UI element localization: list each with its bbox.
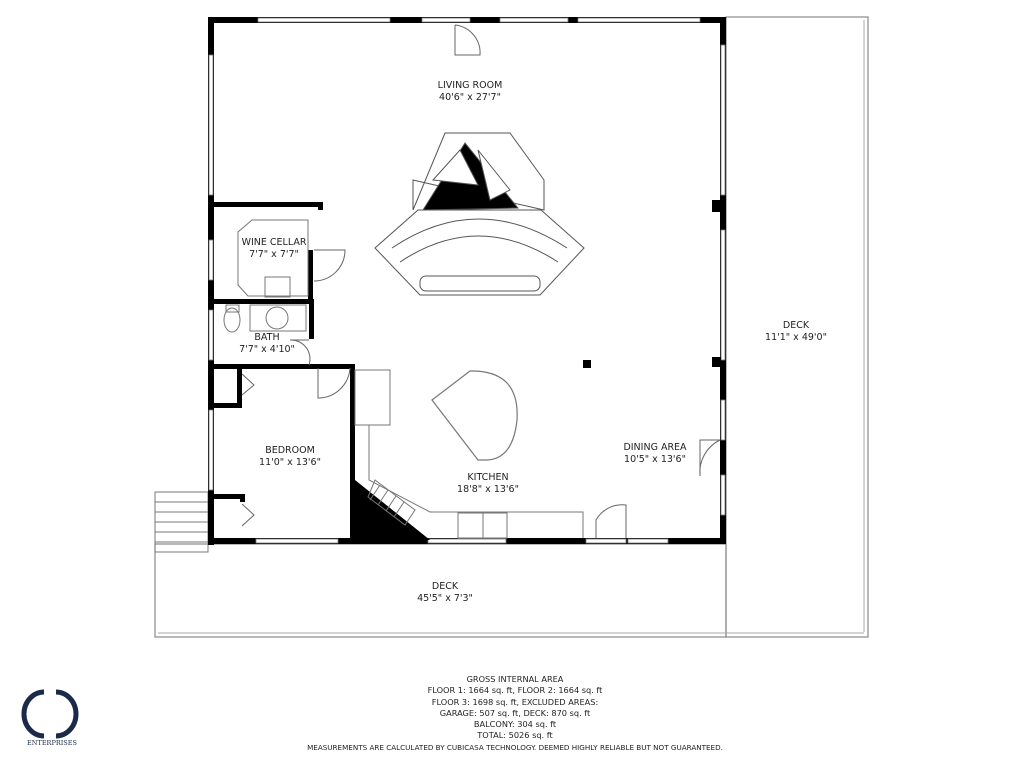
room-name-dining-area: DINING AREA bbox=[623, 442, 687, 453]
area-summary: GROSS INTERNAL AREA FLOOR 1: 1664 sq. ft… bbox=[300, 674, 730, 753]
area-line: FLOOR 1: 1664 sq. ft, FLOOR 2: 1664 sq. … bbox=[427, 685, 603, 696]
room-name-kitchen: KITCHEN bbox=[467, 472, 508, 483]
company-logo: ENTERPRISES bbox=[14, 680, 89, 750]
room-size-deck-bottom: 45'5" x 7'3" bbox=[417, 593, 473, 604]
room-name-living-room: LIVING ROOM bbox=[438, 80, 503, 91]
room-name-bedroom: BEDROOM bbox=[265, 445, 315, 456]
wine-cellar-fixtures bbox=[223, 219, 309, 333]
windows bbox=[208, 17, 726, 544]
room-size-bath: 7'7" x 4'10" bbox=[239, 344, 295, 355]
interior-walls bbox=[208, 202, 430, 540]
area-total: TOTAL: 5026 sq. ft bbox=[477, 730, 553, 741]
room-size-kitchen: 18'8" x 13'6" bbox=[457, 484, 519, 495]
column bbox=[583, 360, 591, 368]
column bbox=[712, 200, 721, 212]
kitchen-island bbox=[431, 370, 518, 461]
room-size-living-room: 40'6" x 27'7" bbox=[439, 92, 501, 103]
area-line: BALCONY: 304 sq. ft bbox=[473, 719, 557, 730]
doors bbox=[241, 24, 721, 538]
svg-text:ENTERPRISES: ENTERPRISES bbox=[27, 739, 77, 747]
fireplace bbox=[374, 132, 585, 296]
column bbox=[712, 357, 721, 367]
room-name-deck-bottom: DECK bbox=[432, 581, 459, 592]
logo-mark: ENTERPRISES bbox=[21, 689, 79, 747]
room-name-wine-cellar: WINE CELLAR bbox=[242, 237, 307, 248]
stairs bbox=[154, 491, 209, 553]
area-line: FLOOR 3: 1698 sq. ft, EXCLUDED AREAS: bbox=[431, 696, 599, 707]
room-size-wine-cellar: 7'7" x 7'7" bbox=[249, 249, 299, 260]
area-line: GARAGE: 507 sq. ft, DECK: 870 sq. ft bbox=[439, 707, 591, 718]
room-size-bedroom: 11'0" x 13'6" bbox=[259, 457, 321, 468]
room-name-bath: BATH bbox=[254, 332, 279, 343]
kitchen-counters bbox=[354, 369, 584, 539]
room-name-deck-right: DECK bbox=[783, 320, 810, 331]
room-size-dining-area: 10'5" x 13'6" bbox=[624, 454, 686, 465]
area-title: GROSS INTERNAL AREA bbox=[466, 674, 564, 684]
disclaimer: MEASUREMENTS ARE CALCULATED BY CUBICASA … bbox=[307, 742, 723, 752]
room-size-deck-right: 11'1" x 49'0" bbox=[765, 332, 827, 343]
